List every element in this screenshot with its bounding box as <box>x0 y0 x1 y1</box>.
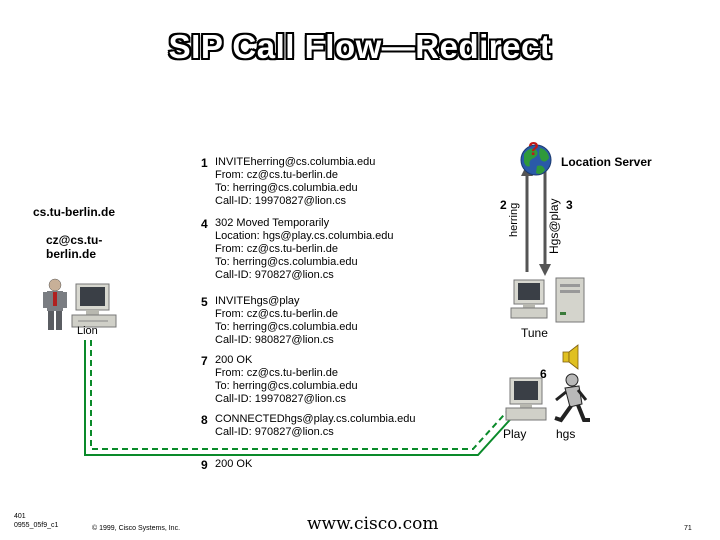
question-mark-icon: ? <box>528 139 539 159</box>
tune-server-icon <box>555 277 585 323</box>
footer-url: www.cisco.com <box>307 514 439 534</box>
message-7-line-4: Call-ID: 19970827@lion.cs <box>215 393 347 405</box>
lion-label: Lion <box>77 325 98 337</box>
message-5-number: 5 <box>201 295 208 309</box>
left-user-line2: berlin.de <box>46 247 97 261</box>
message-5-line-1: INVITEhgs@play <box>215 295 300 307</box>
location-server-label: Location Server <box>561 155 652 169</box>
message-1-line-3: To: herring@cs.columbia.edu <box>215 182 358 194</box>
query-arrow <box>521 164 533 272</box>
user-step-number: 6 <box>540 367 547 381</box>
message-1-line-4: Call-ID: 19970827@lion.cs <box>215 195 347 207</box>
message-8-number: 8 <box>201 413 208 427</box>
message-8-line-2: Call-ID: 970827@lion.cs <box>215 426 334 438</box>
tune-label: Tune <box>521 326 548 340</box>
query-step-number: 2 <box>500 198 507 212</box>
reply-arrow <box>539 168 551 276</box>
message-9-line-1: 200 OK <box>215 458 253 470</box>
lion-person-icon <box>43 278 67 330</box>
lion-computer-icon <box>71 283 117 328</box>
query-label: herring <box>508 202 520 237</box>
reply-label: Hgs@play <box>547 198 561 254</box>
message-5-line-3: To: herring@cs.columbia.edu <box>215 321 358 333</box>
footer-page-number: 71 <box>684 525 692 532</box>
message-7-number: 7 <box>201 354 208 368</box>
message-4-line-5: Call-ID: 970827@lion.cs <box>215 269 334 281</box>
hgs-person-icon <box>554 373 590 423</box>
message-7-line-1: 200 OK <box>215 354 253 366</box>
speaker-icon <box>562 344 579 370</box>
message-1-line-2: From: cz@cs.tu-berlin.de <box>215 169 339 181</box>
message-4-line-2: Location: hgs@play.cs.columbia.edu <box>215 230 394 242</box>
left-domain-label: cs.tu-berlin.de <box>33 205 116 219</box>
message-4-line-4: To: herring@cs.columbia.edu <box>215 256 358 268</box>
message-1-line-1: INVITEherring@cs.columbia.edu <box>215 156 376 168</box>
reply-step-number: 3 <box>566 198 573 212</box>
tune-computer-icon <box>510 279 548 319</box>
call-path <box>84 340 518 456</box>
message-4-line-1: 302 Moved Temporarily <box>215 217 330 229</box>
message-5-line-4: Call-ID: 980827@lion.cs <box>215 334 334 346</box>
message-7-line-3: To: herring@cs.columbia.edu <box>215 380 358 392</box>
message-8-line-1: CONNECTEDhgs@play.cs.columbia.edu <box>215 413 416 425</box>
hgs-label: hgs <box>556 427 576 441</box>
message-4-line-3: From: cz@cs.tu-berlin.de <box>215 243 339 255</box>
footer-copyright: © 1999, Cisco Systems, Inc. <box>92 525 181 532</box>
footer-code-line1: 401 <box>14 513 26 520</box>
message-1-number: 1 <box>201 156 208 170</box>
footer-code-line2: 0955_05f9_c1 <box>14 522 59 529</box>
play-computer-icon <box>505 377 547 421</box>
message-5-line-2: From: cz@cs.tu-berlin.de <box>215 308 339 320</box>
slide-title: SIP Call Flow—Redirect <box>168 28 552 65</box>
play-label: Play <box>503 427 527 441</box>
left-user-line1: cz@cs.tu- <box>46 233 103 247</box>
message-9-number: 9 <box>201 458 208 472</box>
globe-icon <box>520 144 552 176</box>
message-4-number: 4 <box>201 217 208 231</box>
message-7-line-2: From: cz@cs.tu-berlin.de <box>215 367 339 379</box>
